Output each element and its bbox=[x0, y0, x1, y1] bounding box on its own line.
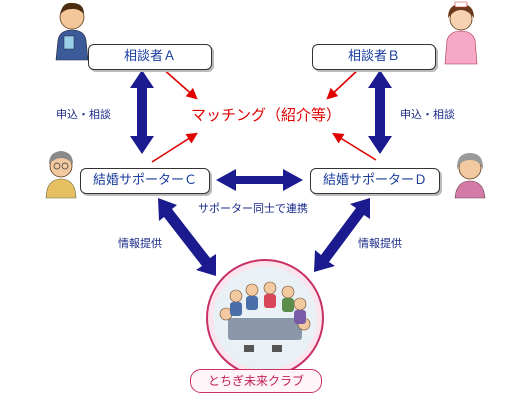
node-counselee-a-label: 相談者Ａ bbox=[123, 49, 176, 64]
node-counselee-b-label: 相談者Ｂ bbox=[347, 49, 400, 64]
edge-label-left-vertical: 申込・相談 bbox=[56, 108, 111, 121]
matching-label: マッチング（紹介等） bbox=[191, 106, 342, 124]
red-arrow-d bbox=[332, 132, 377, 161]
arrow-a-c bbox=[130, 70, 154, 154]
node-supporter-d: 結婚サポーターＤ bbox=[310, 168, 440, 194]
node-supporter-c: 結婚サポーターＣ bbox=[80, 168, 210, 194]
arrow-c-club bbox=[158, 198, 216, 276]
arrow-d-club bbox=[314, 198, 370, 272]
nurse-woman-icon bbox=[444, 1, 478, 65]
red-arrow-a bbox=[161, 67, 198, 100]
node-counselee-b: 相談者Ｂ bbox=[312, 44, 436, 70]
older-woman-icon bbox=[45, 151, 77, 199]
node-counselee-a: 相談者Ａ bbox=[88, 44, 212, 70]
node-supporter-d-label: 結婚サポーターＤ bbox=[322, 173, 427, 188]
grey-haired-woman-icon bbox=[454, 153, 486, 199]
edge-label-right-vertical: 申込・相談 bbox=[400, 108, 455, 121]
man-with-document-icon bbox=[55, 2, 89, 61]
edge-label-right-diagonal: 情報提供 bbox=[358, 237, 402, 250]
arrow-b-d bbox=[368, 70, 392, 154]
edge-label-left-diagonal: 情報提供 bbox=[118, 237, 162, 250]
edge-label-horizontal: サポーター同士で連携 bbox=[198, 202, 308, 215]
red-arrow-c bbox=[151, 132, 198, 163]
red-arrow-b bbox=[326, 67, 361, 100]
arrow-c-d bbox=[216, 169, 303, 191]
club-label: とちぎ未来クラブ bbox=[190, 369, 322, 393]
node-supporter-c-label: 結婚サポーターＣ bbox=[92, 173, 197, 188]
meeting-group-photo-icon bbox=[206, 259, 324, 377]
